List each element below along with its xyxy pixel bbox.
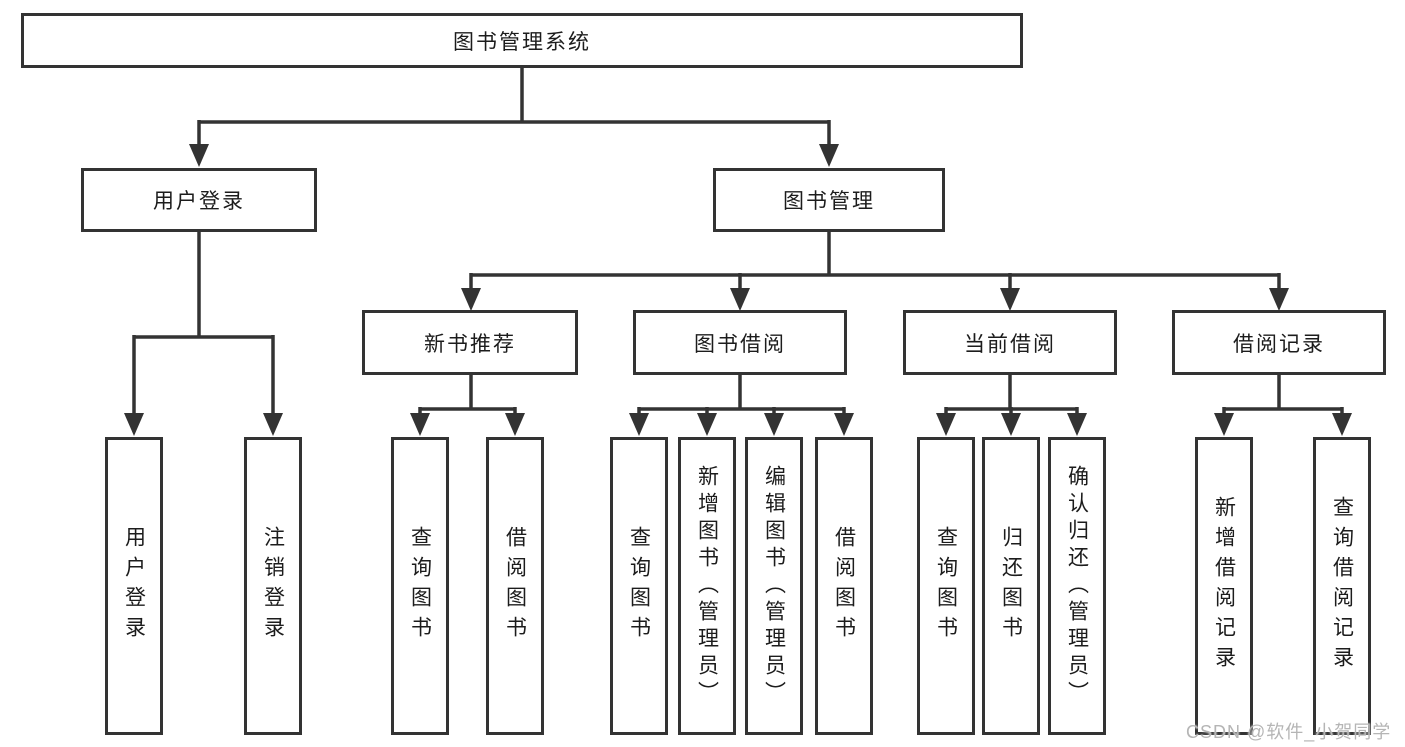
node-user-login: 用户登录	[81, 168, 317, 232]
leaf-user-login: 用户登录	[105, 437, 163, 735]
node-borrowing-records: 借阅记录	[1172, 310, 1386, 375]
leaf-borrow-books-borrowing: 借阅图书	[815, 437, 873, 735]
leaf-logout: 注销登录	[244, 437, 302, 735]
csdn-watermark: CSDN @软件_小贺同学	[1186, 722, 1392, 742]
node-current-borrowing: 当前借阅	[903, 310, 1117, 375]
leaf-query-borrow-record: 查询借阅记录	[1313, 437, 1371, 735]
leaf-add-borrow-record: 新增借阅记录	[1195, 437, 1253, 735]
node-new-book-recommend: 新书推荐	[362, 310, 578, 375]
node-book-management: 图书管理	[713, 168, 945, 232]
node-library-management-system: 图书管理系统	[21, 13, 1023, 68]
leaf-return-books: 归还图书	[982, 437, 1040, 735]
leaf-borrow-books-recommend: 借阅图书	[486, 437, 544, 735]
leaf-confirm-return-admin: 确认归还（管理员）	[1048, 437, 1106, 735]
node-book-borrowing: 图书借阅	[633, 310, 847, 375]
leaf-query-books-current: 查询图书	[917, 437, 975, 735]
leaf-add-books-admin: 新增图书（管理员）	[678, 437, 736, 735]
leaf-edit-books-admin: 编辑图书（管理员）	[745, 437, 803, 735]
leaf-query-books-borrowing: 查询图书	[610, 437, 668, 735]
leaf-query-books-recommend: 查询图书	[391, 437, 449, 735]
